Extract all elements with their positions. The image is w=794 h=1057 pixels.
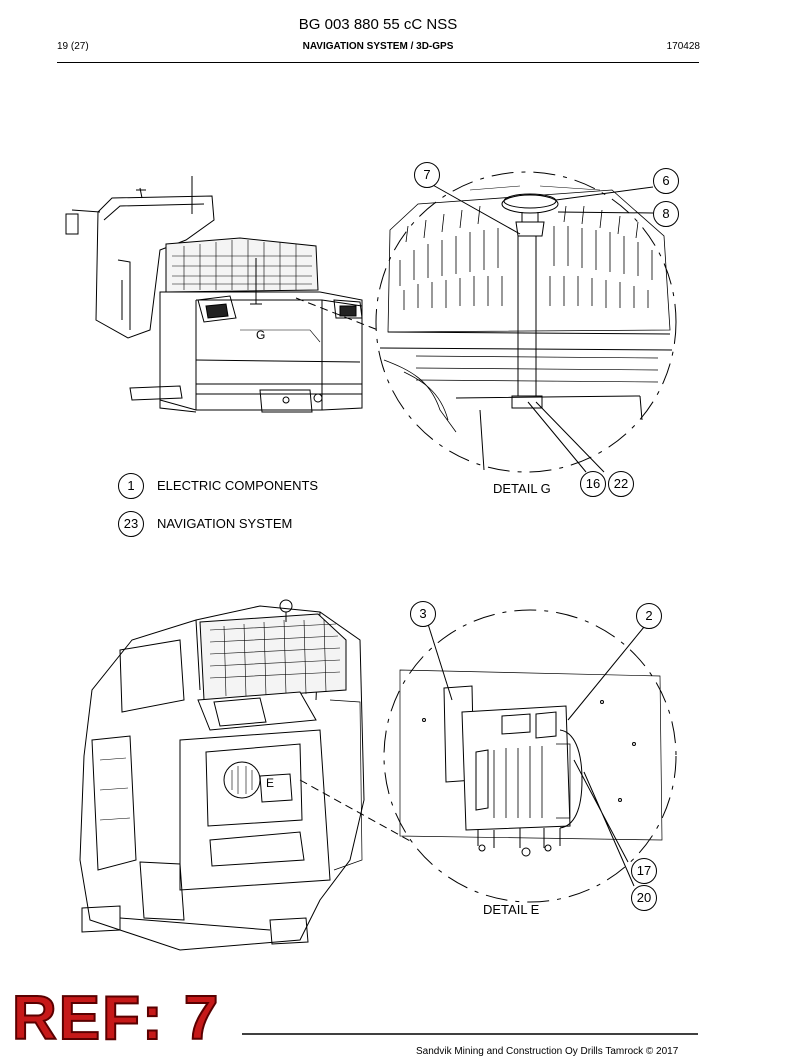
ref-stamp: REF: 7 bbox=[11, 984, 221, 1053]
callout-20: 20 bbox=[631, 885, 657, 911]
legend-label-23: NAVIGATION SYSTEM bbox=[157, 516, 293, 531]
leader-6 bbox=[555, 186, 654, 201]
view-marker-e: E bbox=[266, 776, 275, 790]
callout-17: 17 bbox=[631, 858, 657, 884]
callout-22: 22 bbox=[608, 471, 634, 497]
detail-e-label: DETAIL E bbox=[483, 902, 540, 917]
callout-7: 7 bbox=[414, 162, 440, 188]
upper-machine-drawing bbox=[65, 176, 363, 413]
date-code: 170428 bbox=[666, 41, 700, 52]
header-rule bbox=[57, 62, 699, 63]
legend-callout-1: 1 bbox=[118, 473, 144, 499]
detail-e-drawing bbox=[383, 609, 677, 903]
callout-8: 8 bbox=[653, 201, 679, 227]
callout-16: 16 bbox=[580, 471, 606, 497]
legend-callout-23: 23 bbox=[118, 511, 144, 537]
section-title: NAVIGATION SYSTEM / 3D-GPS bbox=[302, 41, 454, 52]
document-number: BG 003 880 55 cC NSS bbox=[298, 16, 458, 33]
page-number: 19 (27) bbox=[57, 41, 89, 52]
leader-3 bbox=[427, 623, 453, 701]
footer-copyright: Sandvik Mining and Construction Oy Drill… bbox=[416, 1046, 679, 1057]
callout-6: 6 bbox=[653, 168, 679, 194]
leader-8 bbox=[557, 211, 654, 214]
detail-g-leader bbox=[295, 297, 379, 331]
leader-2 bbox=[567, 626, 645, 721]
leader-7 bbox=[430, 183, 521, 235]
detail-e-leader bbox=[299, 779, 413, 843]
callout-2: 2 bbox=[636, 603, 662, 629]
leader-17-20 bbox=[573, 759, 635, 887]
callout-3: 3 bbox=[410, 601, 436, 627]
legend-label-1: ELECTRIC COMPONENTS bbox=[157, 478, 319, 493]
view-marker-g: G bbox=[256, 328, 266, 342]
detail-g-label: DETAIL G bbox=[493, 481, 551, 496]
lower-machine-drawing bbox=[79, 599, 365, 951]
detail-g-drawing bbox=[375, 171, 677, 473]
leader-16-22 bbox=[527, 401, 605, 473]
